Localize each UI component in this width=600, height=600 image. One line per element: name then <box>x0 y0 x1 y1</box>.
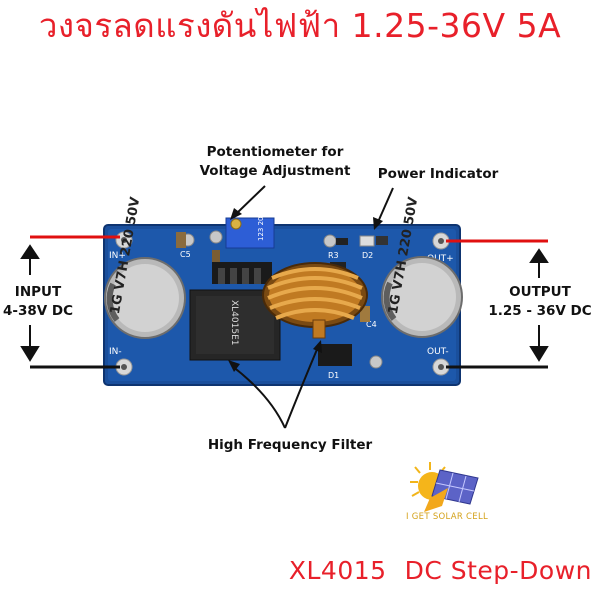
label-c4: C4 <box>366 320 377 329</box>
label-input-line1: INPUT <box>14 284 62 300</box>
pointer-filter <box>231 346 319 429</box>
footer-caption: XL4015 DC Step-Down <box>289 556 592 585</box>
pad-label-out-minus: OUT- <box>427 347 449 357</box>
page-title: วงจรลดแรงดันไฟฟ้า 1.25-36V 5A <box>38 6 562 45</box>
label-output: OUTPUT 1.25 - 36V DC <box>484 283 596 321</box>
pad-out-minus <box>432 358 450 376</box>
pad-label-in-minus: IN- <box>109 347 122 357</box>
label-c5: C5 <box>180 250 191 259</box>
pointer-power-indicator <box>373 187 394 230</box>
chip-text: XL4015E1 <box>229 300 239 346</box>
output-arrow <box>529 248 549 362</box>
capacitor-left: 1G V7H 220 50V <box>104 196 186 339</box>
label-input-line2: 4-38V DC <box>2 303 74 319</box>
footer-model: XL4015 <box>288 556 387 585</box>
label-input: INPUT 4-38V DC <box>0 283 76 321</box>
inductor-coil <box>262 262 368 339</box>
label-d2: D2 <box>362 251 373 260</box>
label-output-line2: 1.25 - 36V DC <box>488 303 592 319</box>
diode-d1 <box>318 344 352 366</box>
brand-text: I GET SOLAR CELL <box>405 512 489 522</box>
output-wires <box>446 239 548 369</box>
label-high-frequency-filter: High Frequency Filter <box>207 437 373 453</box>
pad-label-in-plus: IN+ <box>109 251 126 261</box>
pad-label-out-plus: OUT+ <box>427 254 454 264</box>
pad-out-plus <box>432 232 450 250</box>
label-power-indicator: Power Indicator <box>377 166 499 182</box>
label-potentiometer-line2: Voltage Adjustment <box>199 163 351 179</box>
pot-text: 123 205 M <box>257 204 265 241</box>
regulator-chip: XL4015E1 <box>189 262 281 361</box>
potentiometer: 123 205 M <box>225 204 275 249</box>
label-d1: D1 <box>328 371 339 380</box>
label-potentiometer: Potentiometer for Voltage Adjustment <box>190 143 360 181</box>
pointer-potentiometer <box>230 185 266 220</box>
footer-description: DC Step-Down <box>404 556 592 585</box>
label-r3: R3 <box>328 251 339 260</box>
capacitor-right: 1G V7H 220 50V <box>381 196 463 338</box>
label-output-line1: OUTPUT <box>509 284 571 300</box>
input-wires <box>30 235 120 369</box>
brand-logo <box>410 462 479 512</box>
input-arrow <box>20 244 40 362</box>
label-potentiometer-line1: Potentiometer for <box>206 144 344 160</box>
pad-in-minus <box>115 358 133 376</box>
